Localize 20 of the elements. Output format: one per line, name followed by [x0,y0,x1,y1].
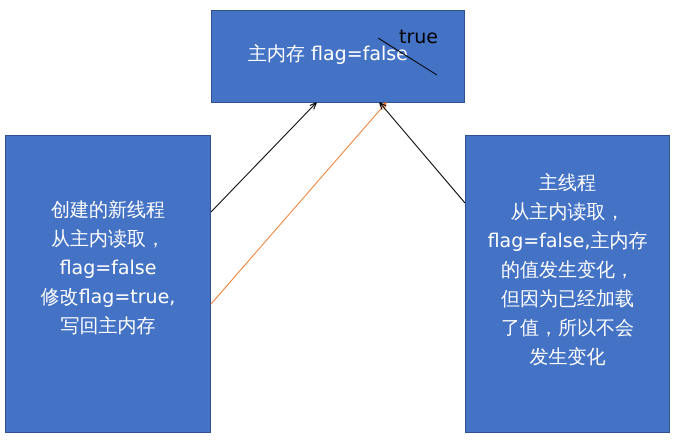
arrow [379,102,466,204]
thread-box [465,135,670,433]
box-text: 从主内读取， [510,200,624,225]
thread-box [5,135,211,433]
box-text: 从主内读取， [51,227,165,252]
box-text: flag=false,主内存 [488,229,648,254]
box-text: 修改flag=true, [40,285,176,310]
arrow [210,102,317,212]
box-text: flag=false [60,256,156,281]
box-text: 创建的新线程 [51,198,165,223]
box-text: 主内存 flag=false [248,45,408,64]
box-text: 了值，所以不会 [501,316,634,341]
memory-box [211,10,465,103]
box-text: 但因为已经加载 [501,287,634,312]
box-text: 的值发生变化， [501,258,634,283]
box-text: 发生变化 [530,345,606,370]
correction-text: true [399,28,438,47]
box-text: 主线程 [539,171,596,196]
box-text: 写回主内存 [60,314,156,339]
arrow [210,102,387,304]
